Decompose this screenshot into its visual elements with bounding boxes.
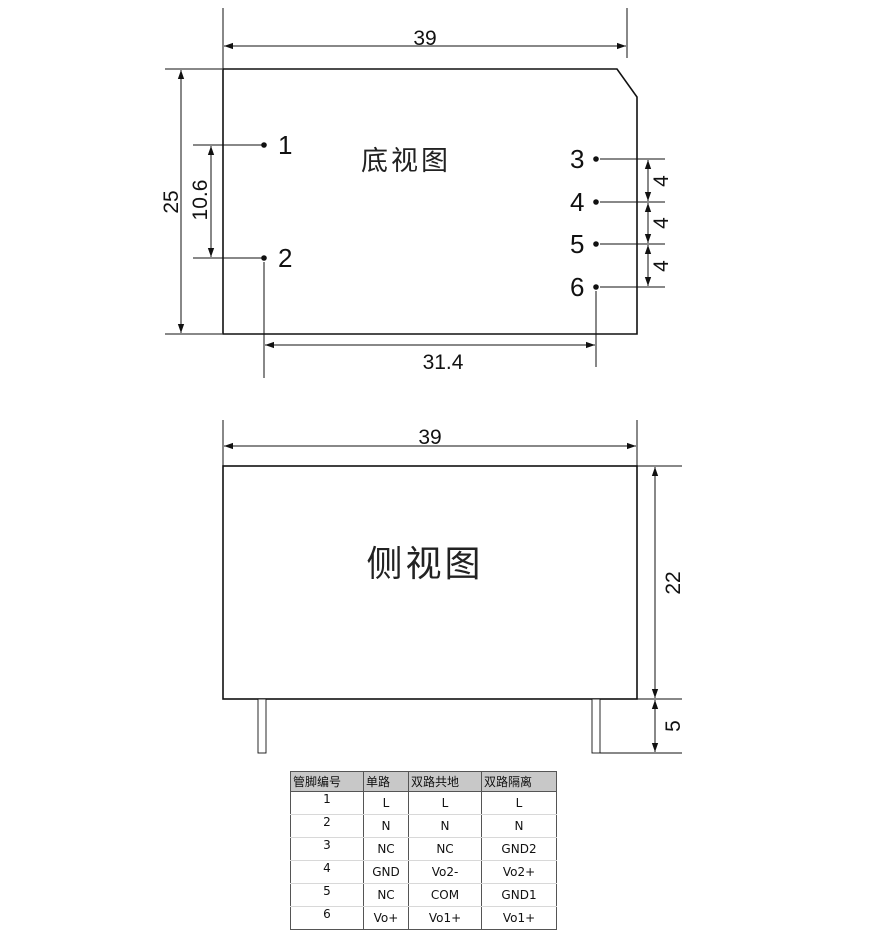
single-cell: NC (363, 837, 409, 861)
pin-1-dot (261, 142, 267, 148)
pin-1-label: 1 (278, 130, 292, 160)
side-view-title: 侧视图 (366, 544, 483, 585)
dual-isolated-cell: GND2 (481, 837, 557, 861)
pin-2-dot (261, 255, 267, 261)
pin-span-label: 31.4 (423, 351, 464, 374)
pin-length-label: 5 (662, 720, 685, 732)
bottom-width-label: 39 (413, 27, 436, 50)
pin-5-label: 5 (570, 229, 584, 259)
pitch-5-6-label: 4 (650, 260, 673, 272)
table-row: 3 NC NC GND2 (290, 837, 557, 861)
pin-3-dot (593, 156, 599, 162)
pin-assignment-table: 管脚编号 单路 双路共地 双路隔离 1 L L L 2 N N N 3 NC N… (290, 771, 557, 930)
pin-cell: 6 (290, 906, 364, 930)
single-cell: N (363, 814, 409, 838)
dual-isolated-cell: Vo1+ (481, 906, 557, 930)
pin-3-label: 3 (570, 144, 584, 174)
pin-4-label: 4 (570, 187, 584, 217)
header-dual-common-ground: 双路共地 (408, 771, 482, 792)
pin-cell: 1 (290, 791, 364, 815)
side-pin-right (591, 698, 601, 754)
pin-cell: 4 (290, 860, 364, 884)
single-cell: NC (363, 883, 409, 907)
side-height-label: 22 (662, 571, 685, 594)
pin-6-label: 6 (570, 272, 584, 302)
pitch-3-4-label: 4 (650, 175, 673, 187)
side-pin-left (257, 698, 267, 754)
dual-common-cell: COM (408, 883, 482, 907)
table-row: 4 GND Vo2- Vo2+ (290, 860, 557, 884)
pitch-4-5-label: 4 (650, 217, 673, 229)
bottom-view: 39 25 10.6 1 2 底视图 3 4 5 6 4 (160, 8, 673, 378)
table-row: 1 L L L (290, 791, 557, 815)
dual-common-cell: L (408, 791, 482, 815)
pin-5-dot (593, 241, 599, 247)
bottom-view-outline (222, 68, 638, 335)
dual-isolated-cell: N (481, 814, 557, 838)
header-single: 单路 (363, 771, 409, 792)
dual-common-cell: NC (408, 837, 482, 861)
pin-cell: 2 (290, 814, 364, 838)
bottom-view-title: 底视图 (361, 146, 451, 177)
side-view-outline (222, 465, 638, 700)
pin-cell: 3 (290, 837, 364, 861)
dimension-drawing: 39 25 10.6 1 2 底视图 3 4 5 6 4 (160, 8, 685, 754)
pin-4-dot (593, 199, 599, 205)
header-dual-isolated: 双路隔离 (481, 771, 557, 792)
single-cell: GND (363, 860, 409, 884)
single-cell: Vo+ (363, 906, 409, 930)
bottom-height-label: 25 (160, 190, 183, 213)
dual-common-cell: N (408, 814, 482, 838)
pin12-spacing-label: 10.6 (189, 180, 212, 221)
table-row: 2 N N N (290, 814, 557, 838)
pin-6-dot (593, 284, 599, 290)
dual-common-cell: Vo1+ (408, 906, 482, 930)
dual-isolated-cell: L (481, 791, 557, 815)
side-width-label: 39 (418, 426, 441, 449)
table-row: 6 Vo+ Vo1+ Vo1+ (290, 906, 557, 930)
table-row: 5 NC COM GND1 (290, 883, 557, 907)
dual-isolated-cell: GND1 (481, 883, 557, 907)
pin-cell: 5 (290, 883, 364, 907)
dual-common-cell: Vo2- (408, 860, 482, 884)
header-pin-number: 管脚编号 (290, 771, 364, 792)
dual-isolated-cell: Vo2+ (481, 860, 557, 884)
table-header-row: 管脚编号 单路 双路共地 双路隔离 (290, 771, 557, 792)
pin-2-label: 2 (278, 243, 292, 273)
side-view: 39 侧视图 22 5 (222, 420, 685, 754)
single-cell: L (363, 791, 409, 815)
